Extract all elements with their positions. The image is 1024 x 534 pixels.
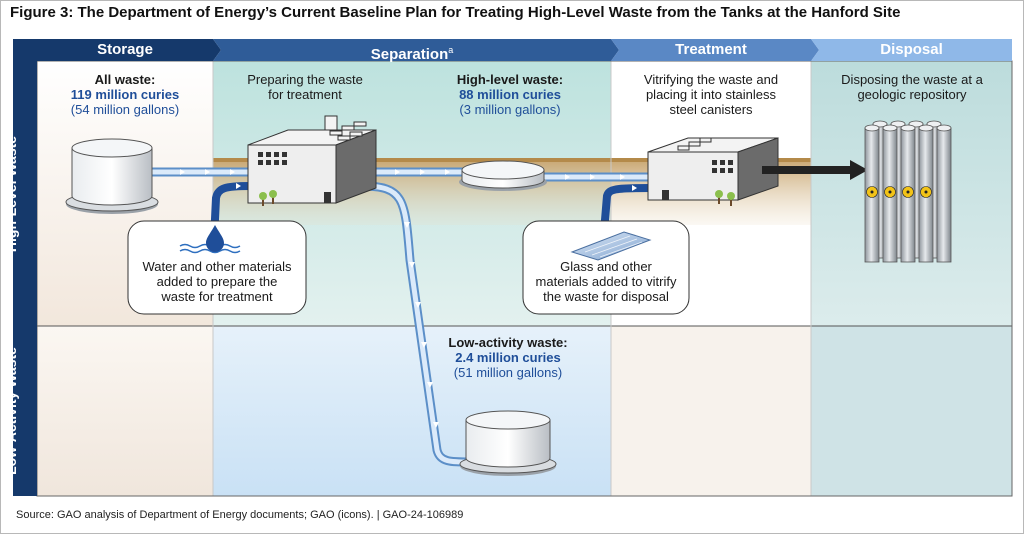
low-activity-curies: 2.4 million curies bbox=[455, 350, 561, 365]
vitrification-facility-icon bbox=[647, 137, 779, 206]
canister-icon bbox=[882, 124, 898, 263]
vitrify-line-2: placing it into stainless bbox=[645, 87, 777, 102]
all-waste-gallons: (54 million gallons) bbox=[70, 102, 180, 117]
stage-treatment-chevron bbox=[611, 39, 819, 61]
vitrify-line-1: Vitrifying the waste and bbox=[643, 72, 779, 87]
high-level-waste-tank-icon bbox=[459, 160, 547, 191]
high-level-curies: 88 million curies bbox=[459, 87, 561, 102]
low-activity-text-block: Low-activity waste: 2.4 million curies (… bbox=[428, 335, 588, 380]
glass-material-icon bbox=[570, 231, 652, 261]
glass-callout-line-3: the waste for disposal bbox=[543, 289, 669, 304]
preparing-line-1: Preparing the waste bbox=[247, 72, 363, 87]
disposing-line-2: geologic repository bbox=[857, 87, 967, 102]
water-drop-icon bbox=[206, 225, 224, 252]
low-activity-heading: Low-activity waste: bbox=[448, 335, 568, 350]
vitrify-text-block: Vitrifying the waste and placing it into… bbox=[618, 72, 804, 117]
separation-footnote-mark: a bbox=[448, 45, 454, 55]
stage-treatment-label: Treatment bbox=[675, 41, 747, 58]
waste-canisters-icon bbox=[864, 120, 952, 263]
canister-icon bbox=[900, 124, 916, 263]
row-label-low-activity: Low-Activity Waste bbox=[3, 347, 19, 475]
low-activity-tank-icon bbox=[459, 410, 557, 476]
canister-icon bbox=[864, 124, 880, 263]
ground-line bbox=[213, 158, 811, 162]
water-callout-line-2: added to prepare the bbox=[156, 274, 278, 289]
disposal-low-region bbox=[811, 326, 1012, 496]
pretreatment-facility-icon bbox=[247, 115, 377, 206]
preparing-line-2: for treatment bbox=[268, 87, 342, 102]
storage-text-block: All waste: 119 million curies (54 millio… bbox=[40, 72, 210, 117]
water-callout-line-3: waste for treatment bbox=[161, 289, 273, 304]
disposing-line-1: Disposing the waste at a bbox=[841, 72, 983, 87]
high-level-text-block: High-level waste: 88 million curies (3 m… bbox=[430, 72, 590, 117]
water-callout-text: Water and other materials added to prepa… bbox=[130, 259, 304, 304]
source-note: Source: GAO analysis of Department of En… bbox=[16, 509, 464, 521]
to-repository-arrow bbox=[762, 160, 868, 180]
storage-low-region bbox=[37, 326, 213, 496]
stage-separation-chevron bbox=[213, 39, 619, 61]
stage-storage-chevron bbox=[37, 39, 221, 61]
high-level-gallons: (3 million gallons) bbox=[459, 102, 561, 117]
stage-storage-label: Storage bbox=[97, 41, 153, 58]
glass-callout bbox=[522, 220, 690, 315]
all-waste-heading: All waste: bbox=[94, 72, 156, 87]
low-activity-gallons: (51 million gallons) bbox=[453, 365, 563, 380]
treatment-low-region bbox=[611, 326, 811, 496]
preparing-text-block: Preparing the waste for treatment bbox=[230, 72, 380, 102]
water-callout-line-1: Water and other materials bbox=[142, 259, 292, 274]
glass-callout-text: Glass and other materials added to vitri… bbox=[525, 259, 687, 304]
row-label-column bbox=[13, 39, 37, 496]
stage-disposal-label: Disposal bbox=[880, 41, 943, 58]
pipes bbox=[145, 167, 652, 467]
high-level-heading: High-level waste: bbox=[456, 72, 564, 87]
disposing-text-block: Disposing the waste at a geologic reposi… bbox=[815, 72, 1009, 102]
canister-icon bbox=[918, 124, 934, 263]
figure-title: Figure 3: The Department of Energy’s Cur… bbox=[10, 4, 901, 21]
canister-icon bbox=[936, 124, 952, 263]
glass-callout-line-2: materials added to vitrify bbox=[535, 274, 677, 289]
stage-separation-text: Separation bbox=[370, 46, 449, 63]
row-label-high-level: High-Level Waste bbox=[3, 135, 19, 253]
stage-separation-label: Separationa bbox=[213, 39, 611, 63]
all-waste-curies: 119 million curies bbox=[70, 87, 180, 102]
glass-callout-line-1: Glass and other bbox=[560, 259, 652, 274]
stage-header-bar bbox=[37, 39, 1012, 61]
vitrify-line-3: steel canisters bbox=[669, 102, 753, 117]
stage-disposal-chevron bbox=[811, 39, 1012, 61]
water-callout bbox=[127, 220, 307, 315]
storage-tank-icon bbox=[65, 138, 159, 214]
